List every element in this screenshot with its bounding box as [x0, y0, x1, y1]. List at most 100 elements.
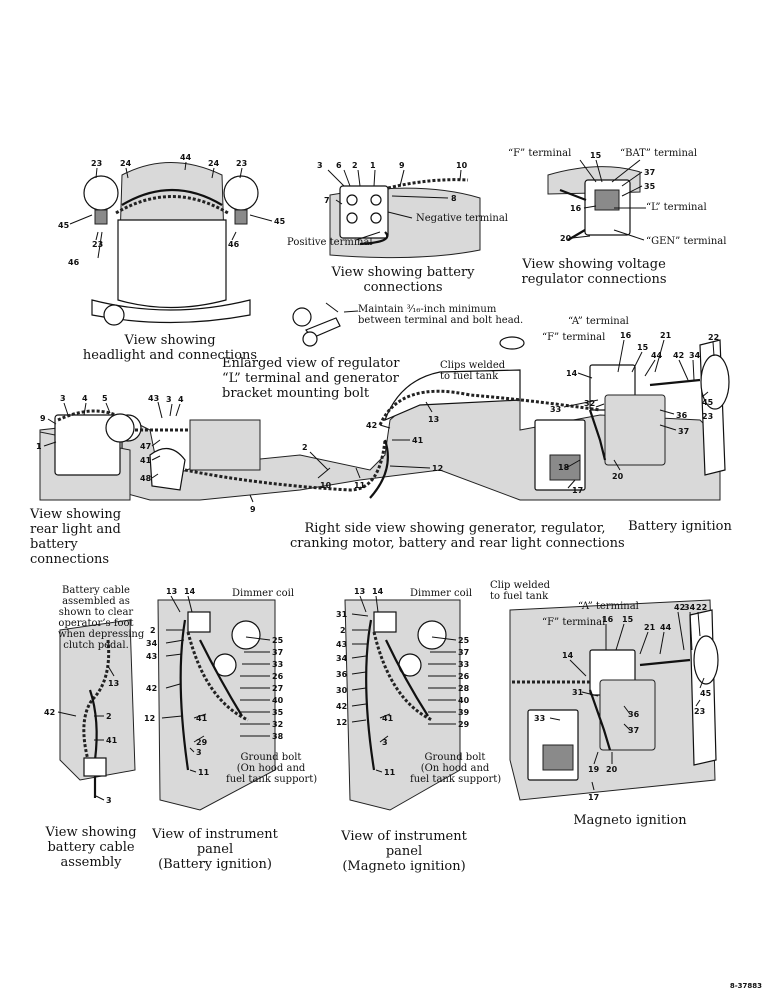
note-clips-welded: Clips welded to fuel tank — [440, 360, 505, 382]
callout-label: 3 — [382, 738, 388, 747]
caption-line: assembly — [60, 855, 122, 870]
callout-label: 23 — [92, 240, 103, 249]
caption-enlarged-terminal: Enlarged view of regulator “L” terminal … — [222, 356, 400, 401]
callout-label: 22 — [708, 333, 719, 342]
note-dimmer-coil-magneto: Dimmer coil — [410, 588, 472, 599]
callout-label: 21 — [660, 331, 672, 340]
callout-label: 34 — [336, 654, 348, 663]
note-line: operator’s foot — [58, 618, 134, 629]
callout-label: 14 — [562, 651, 574, 660]
note-gen-terminal: “GEN” terminal — [646, 236, 726, 247]
callout-label: 41 — [106, 736, 118, 745]
caption-magneto-ignition: Magneto ignition — [560, 813, 700, 828]
caption-line: “L” terminal and generator — [222, 371, 399, 386]
headlight-view: 23 24 44 24 23 45 23 46 46 45 — [58, 153, 286, 326]
caption-line: Enlarged view of regulator — [222, 356, 400, 371]
note-line: “L” terminal — [646, 202, 707, 213]
caption-line: battery cable — [47, 840, 135, 855]
battery-cable-view: 13 42 2 41 3 — [44, 619, 136, 805]
callout-label: 42 — [146, 684, 157, 693]
note-negative-terminal: Negative terminal — [416, 213, 508, 224]
callout-label: 11 — [354, 481, 366, 490]
caption-line: View showing voltage — [522, 257, 666, 272]
callout-label: 26 — [458, 672, 470, 681]
callout-label: 40 — [272, 696, 284, 705]
callout-label: 44 — [660, 623, 672, 632]
callout-label: 30 — [336, 686, 348, 695]
callout-label: 2 — [352, 161, 358, 170]
caption-line: headlight and connections — [82, 348, 258, 363]
callout-label: 44 — [651, 351, 663, 360]
callout-label: 13 — [354, 587, 365, 596]
note-f-terminal-magneto: “F” terminal — [542, 617, 605, 628]
callout-label: 28 — [458, 684, 470, 693]
callout-label: 23 — [236, 159, 247, 168]
callout-label: 43 — [336, 640, 347, 649]
callout-label: 12 — [144, 714, 155, 723]
callout-label: 16 — [620, 331, 632, 340]
callout-label: 41 — [382, 714, 394, 723]
callout-label: 5 — [102, 394, 108, 403]
caption-line: bracket mounting bolt — [222, 386, 370, 401]
callout-label: 33 — [534, 714, 545, 723]
callout-label: 39 — [458, 708, 470, 717]
callout-label: 4 — [82, 394, 88, 403]
caption-line: cranking motor, battery and rear light c… — [290, 536, 625, 551]
callout-label: 11 — [384, 768, 396, 777]
callout-label: 45 — [58, 221, 70, 230]
callout-label: 24 — [208, 159, 220, 168]
note-line: assembled as — [62, 596, 130, 607]
caption-line: (Magneto ignition) — [342, 859, 466, 874]
caption-line: View of instrument — [341, 829, 467, 844]
callout-label: 3 — [196, 748, 202, 757]
note-line: “F” terminal — [542, 617, 606, 628]
note-bat-terminal: “BAT” terminal — [620, 148, 697, 159]
note-cable: Battery cable assembled as shown to clea… — [58, 585, 145, 651]
callout-label: 27 — [272, 684, 283, 693]
callout-label: 13 — [166, 587, 177, 596]
callout-label: 14 — [566, 369, 578, 378]
note-line: when depressing — [58, 629, 145, 640]
callout-label: 23 — [694, 707, 705, 716]
enlarged-terminal-view — [292, 302, 359, 347]
regulator-view: 15 37 35 16 20 — [547, 151, 656, 243]
note-line: Maintain ³⁄₁₆-inch minimum — [358, 304, 497, 315]
caption-regulator: View showing voltage regulator connectio… — [514, 257, 674, 287]
caption-right-side: Right side view showing generator, regul… — [290, 521, 625, 551]
callout-label: 3 — [317, 161, 323, 170]
callout-label: 15 — [637, 343, 649, 352]
callout-label: 26 — [272, 672, 284, 681]
note-line: clutch pedal. — [63, 640, 129, 651]
callout-label: 15 — [622, 615, 634, 624]
panel-battery-view: 13 14 2 34 43 42 12 41 29 3 11 25 37 33 … — [144, 587, 284, 811]
callout-label: 12 — [432, 464, 443, 473]
callout-label: 14 — [184, 587, 196, 596]
callout-label: 29 — [458, 720, 470, 729]
callout-label: 9 — [250, 505, 256, 514]
callout-label: 2 — [302, 443, 308, 452]
note-line: (On hood and — [236, 763, 306, 774]
callout-label: 3 — [106, 796, 112, 805]
callout-label: 33 — [550, 405, 561, 414]
callout-label: 37 — [628, 726, 639, 735]
callout-label: 35 — [272, 708, 284, 717]
callout-label: 33 — [458, 660, 469, 669]
callout-label: 6 — [336, 161, 342, 170]
callout-label: 8 — [451, 194, 457, 203]
callout-label: 4 — [178, 395, 184, 404]
callout-label: 40 — [458, 696, 470, 705]
callout-label: 31 — [336, 610, 348, 619]
callout-label: 20 — [560, 234, 572, 243]
rear-light-view: 3 4 5 9 1 43 3 4 47 41 48 9 — [36, 394, 256, 514]
callout-label: 45 — [274, 217, 286, 226]
caption-line: rear light and — [30, 522, 121, 537]
callout-label: 48 — [140, 474, 152, 483]
caption-line: View showing — [45, 825, 137, 840]
callout-label: 3 — [166, 395, 172, 404]
note-line: Clips welded — [440, 360, 506, 371]
note-f-terminal-regulator: “F” terminal — [508, 148, 571, 159]
note-maintain: Maintain ³⁄₁₆-inch minimum between termi… — [358, 304, 523, 326]
callout-label: 20 — [606, 765, 618, 774]
callout-label: 41 — [196, 714, 208, 723]
